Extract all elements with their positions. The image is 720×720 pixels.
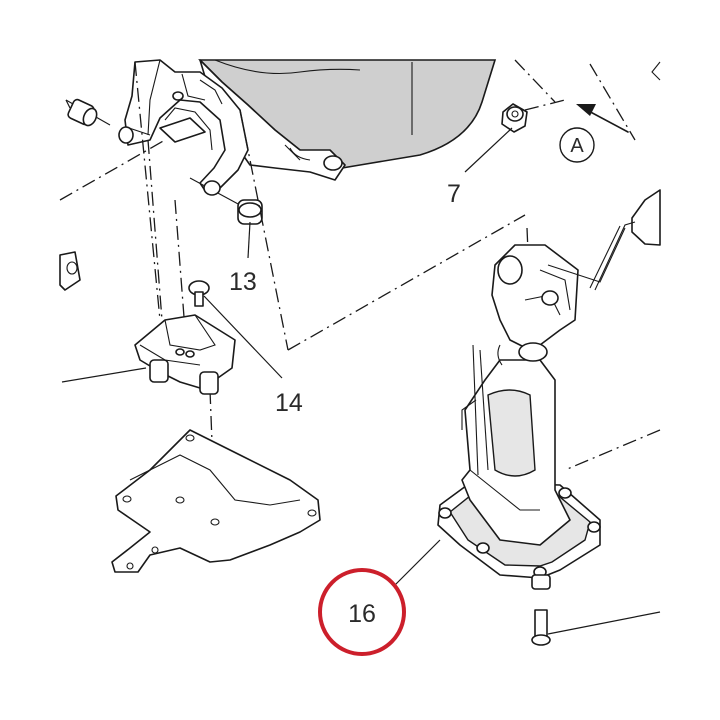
callout-part-14: 14 [275, 389, 303, 417]
leader-lines [61, 99, 661, 635]
callout-part-13: 13 [229, 268, 257, 296]
highlight-circle [318, 568, 406, 656]
shaft-and-bushing-13 [189, 177, 263, 225]
bracket-body [124, 59, 249, 193]
base-plate [111, 429, 321, 573]
pump-assembly-16 [437, 227, 626, 646]
view-arrow [576, 104, 629, 133]
view-a-circle [559, 127, 595, 163]
callout-part-7: 7 [447, 180, 461, 208]
small-bracket [134, 314, 236, 395]
callout-view-a: A [570, 135, 584, 157]
callout-part-16: 16 [348, 600, 376, 628]
left-bushing [65, 98, 151, 144]
upper-housing [198, 59, 497, 181]
left-bracket [124, 59, 249, 193]
edge-fragment-left [59, 251, 81, 291]
edge-fragment-right [589, 61, 661, 291]
spacer-7 [501, 103, 528, 133]
screw-14 [188, 280, 210, 307]
